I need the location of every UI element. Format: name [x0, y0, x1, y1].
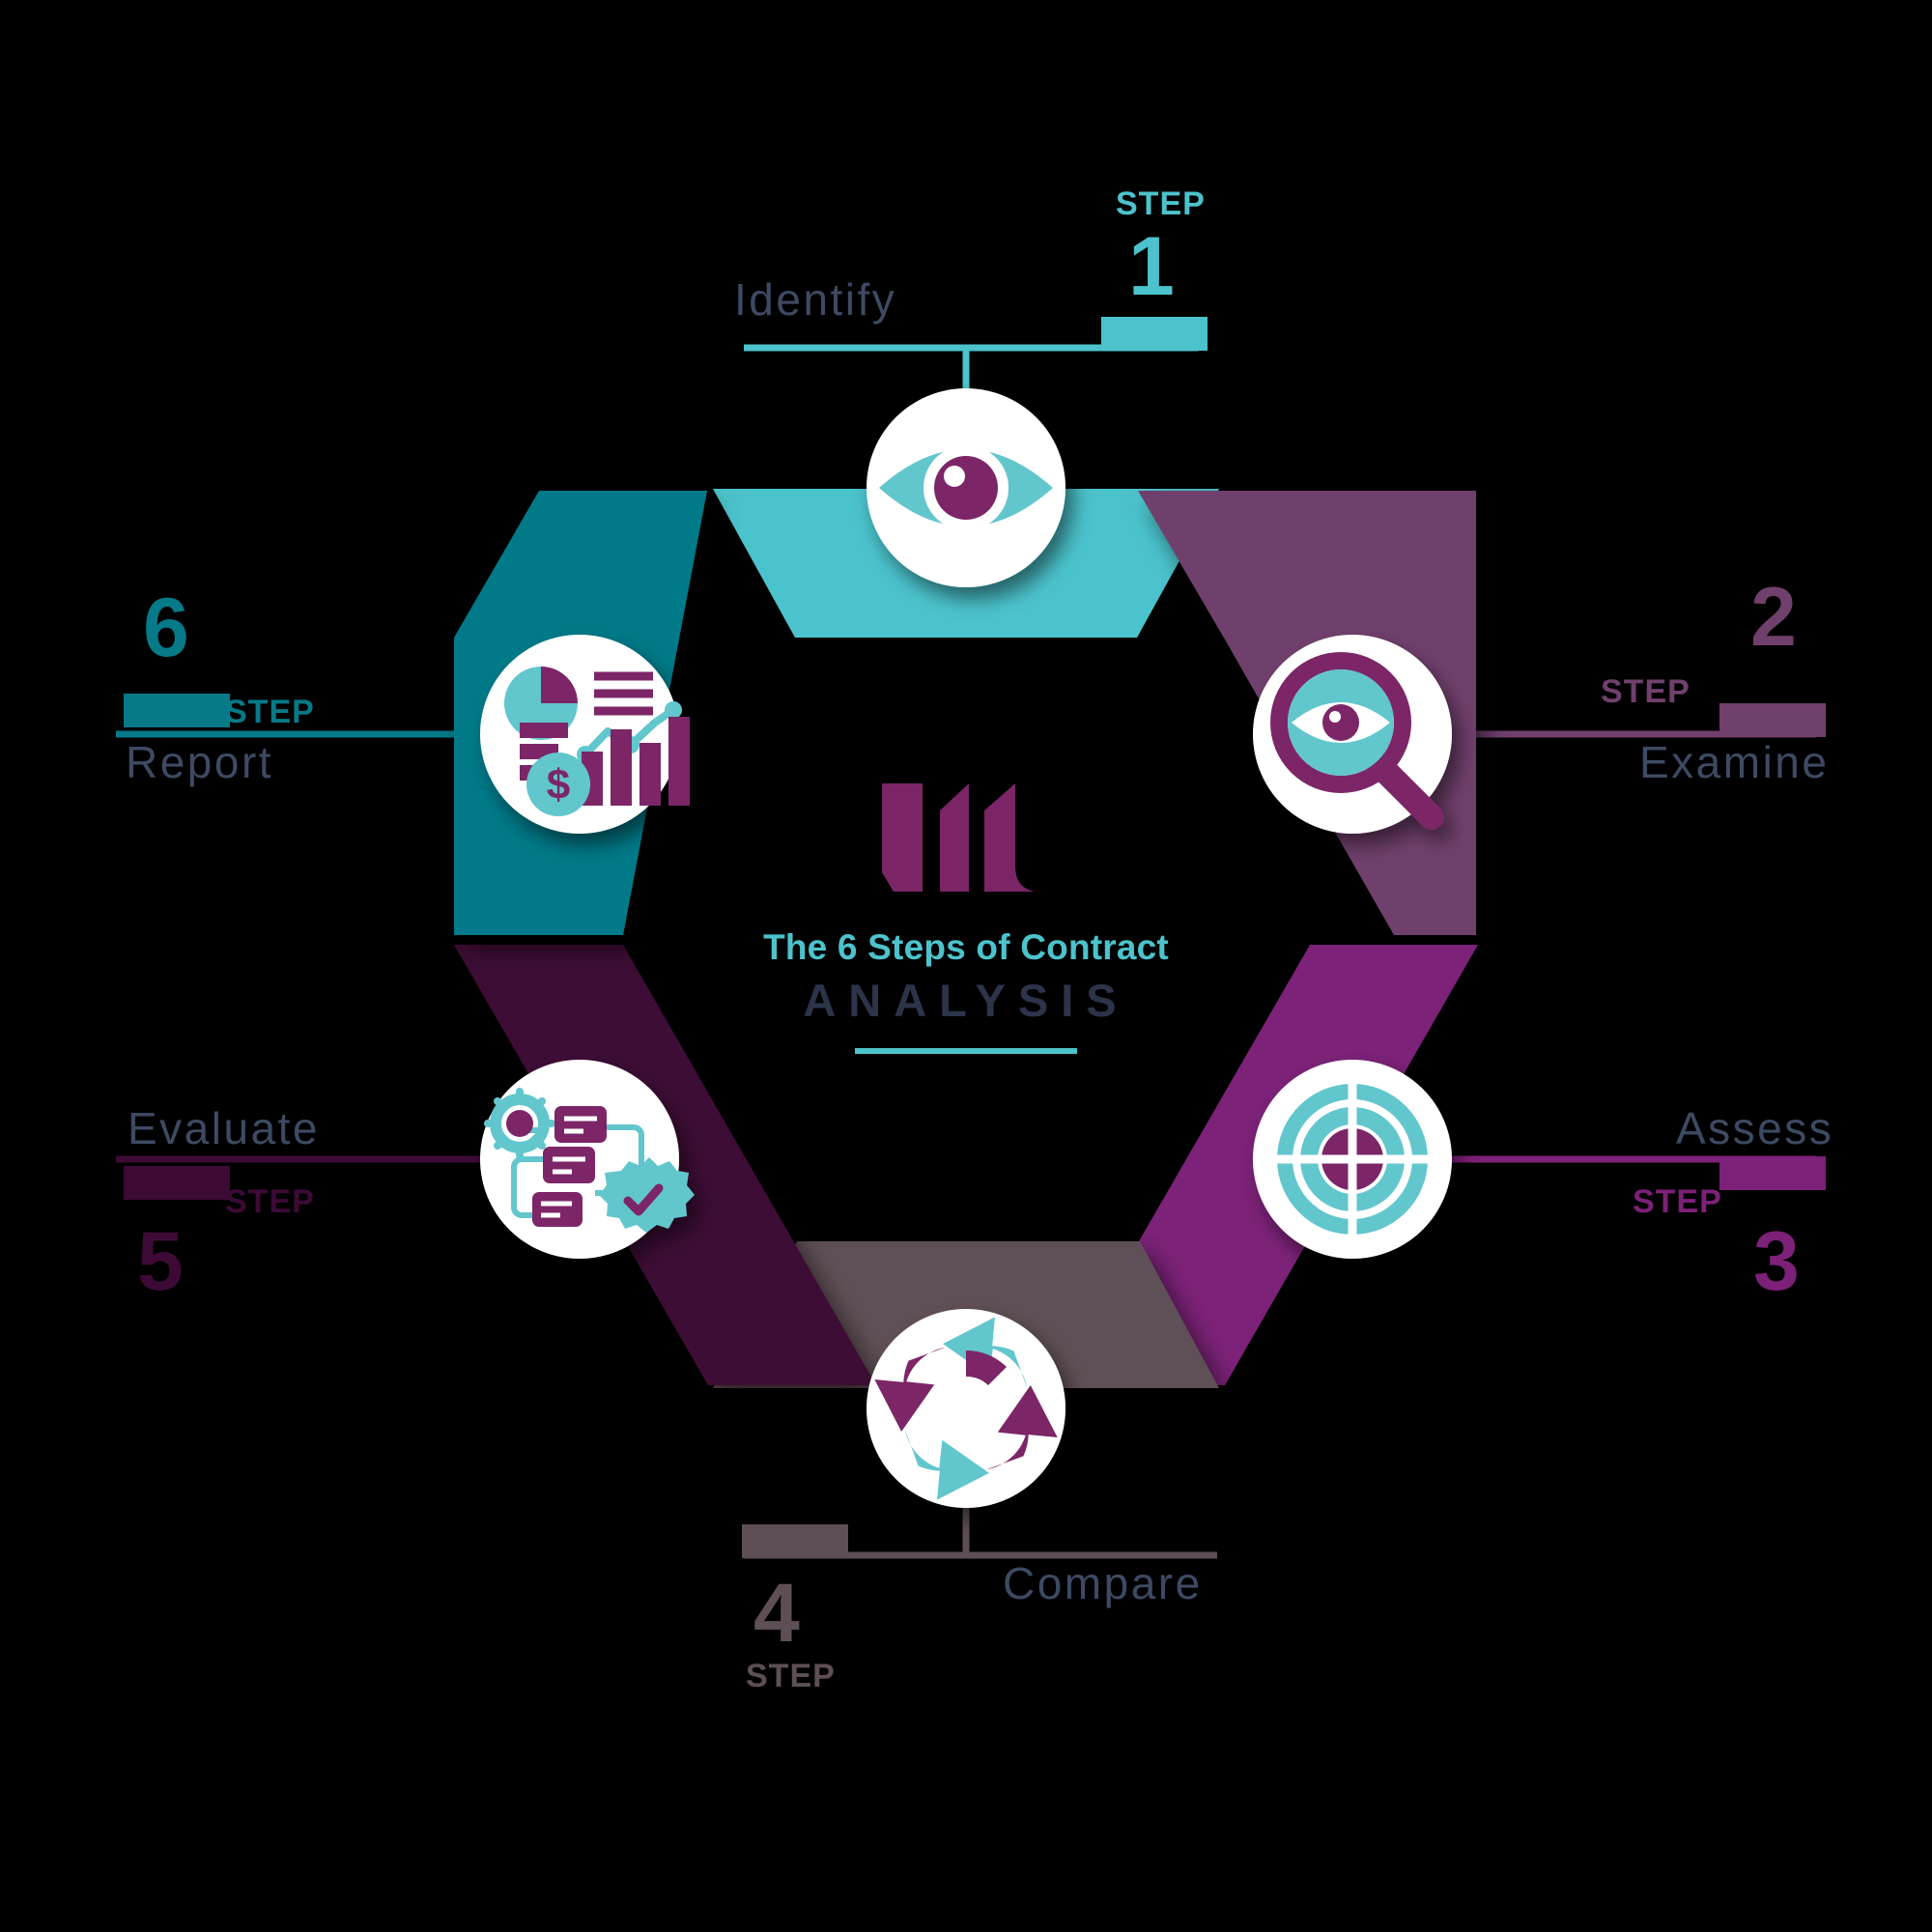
- tick-bar-step1: [1101, 317, 1208, 351]
- workflow-gear-check-icon: [484, 1088, 695, 1233]
- logo: [618, 773, 1314, 918]
- tick-bar-step4: [742, 1524, 848, 1558]
- tick-bar-step2: [1719, 703, 1826, 737]
- step2-step-word: STEP: [1601, 673, 1690, 710]
- step6-title: Report: [126, 737, 274, 787]
- step1-number: 1: [1128, 220, 1175, 313]
- icon-disc-step5[interactable]: [480, 1060, 695, 1259]
- center-rule: [855, 1048, 1077, 1054]
- target-crosshair-icon: [1267, 1074, 1437, 1244]
- step6-number: 6: [143, 582, 189, 674]
- step4-number: 4: [753, 1567, 800, 1660]
- center-branding: The 6 Steps of Contract ANALYSIS: [618, 773, 1314, 1054]
- svg-text:$: $: [547, 761, 570, 809]
- icon-disc-step4[interactable]: [867, 1309, 1065, 1508]
- icon-disc-step6[interactable]: $: [480, 635, 690, 834]
- step6-step-word: STEP: [225, 694, 315, 730]
- step5-title: Evaluate: [128, 1103, 321, 1153]
- tick-bar-step3: [1719, 1156, 1826, 1190]
- icon-disc-step3[interactable]: [1253, 1060, 1452, 1259]
- icon-disc-step1[interactable]: [867, 388, 1065, 587]
- step3-title: Assess: [1676, 1103, 1834, 1153]
- tick-bar-step6: [124, 694, 230, 727]
- label-tick-bars: [124, 317, 1826, 1558]
- step2-title: Examine: [1639, 737, 1830, 787]
- cycle-arrows-icon: [874, 1317, 1058, 1500]
- center-title-line2: ANALYSIS: [803, 975, 1129, 1026]
- charts-report-icon: $: [504, 667, 690, 816]
- step1-step-word: STEP: [1116, 185, 1206, 222]
- step3-number: 3: [1753, 1215, 1800, 1308]
- step2-number: 2: [1750, 571, 1797, 664]
- step3-step-word: STEP: [1633, 1183, 1722, 1220]
- step5-step-word: STEP: [225, 1183, 315, 1220]
- eye-icon: [879, 445, 1053, 530]
- step5-number: 5: [137, 1215, 184, 1308]
- center-title-line1: The 6 Steps of Contract: [763, 927, 1169, 967]
- step4-step-word: STEP: [746, 1658, 836, 1694]
- tick-bar-step5: [124, 1166, 230, 1200]
- step4-title: Compare: [1003, 1558, 1203, 1608]
- icon-disc-step2[interactable]: [1253, 635, 1452, 834]
- step1-title: Identify: [734, 274, 897, 325]
- magnifier-eye-icon: [1270, 652, 1444, 830]
- m-logo-mark: [882, 783, 1035, 892]
